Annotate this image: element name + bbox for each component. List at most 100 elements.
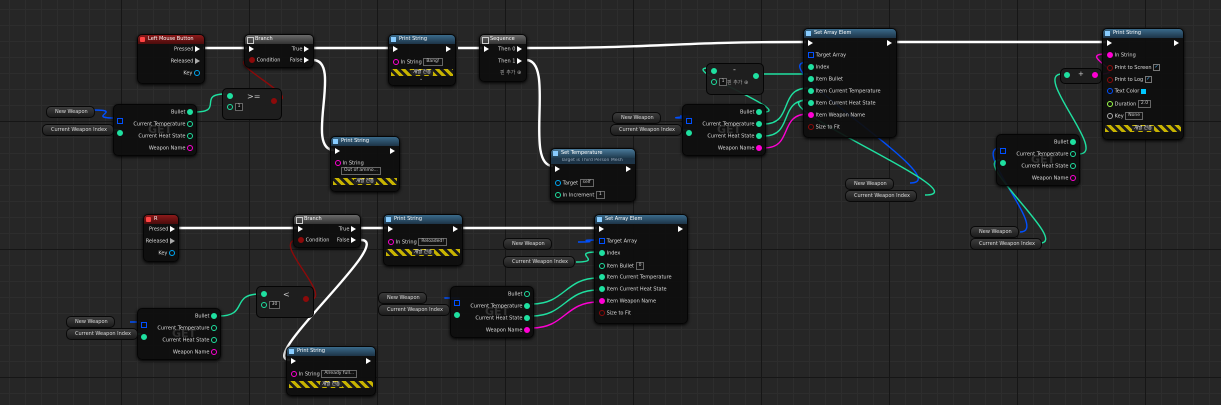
index-pin[interactable]: Index — [808, 64, 829, 72]
weapon-name-pin[interactable]: Weapon Name — [1032, 175, 1076, 183]
true-pin[interactable]: True — [292, 46, 309, 54]
print-to-log-pin[interactable]: Print to Log ✓ — [1107, 76, 1152, 84]
temperature-pin[interactable]: Current Temperature — [702, 121, 762, 129]
target-array-pin[interactable]: Target Array — [808, 52, 846, 60]
in-string-pin[interactable]: In String Reloaded! — [388, 238, 448, 247]
exec-in-pin[interactable] — [291, 358, 296, 366]
new-weapon-var-5[interactable]: New Weapon — [970, 226, 1019, 238]
duration-value[interactable]: 2.0 — [1137, 100, 1152, 108]
pressed-pin[interactable]: Pressed — [174, 46, 200, 54]
wire-26[interactable] — [93, 109, 116, 119]
in-string-value[interactable]: Out of ammo... — [341, 167, 381, 176]
wire-13[interactable] — [194, 93, 227, 113]
wire-6[interactable] — [525, 58, 554, 168]
item-heat-state-pin[interactable]: Item Current Heat State — [599, 286, 667, 294]
set-array-elem-1[interactable]: Set Array Elem Target Array Index Item B… — [803, 28, 897, 138]
sequence-node[interactable]: Sequence Then 0 Then 1 핀 추가 ⊕ — [479, 34, 527, 82]
heat-state-pin[interactable]: Current Heat State — [138, 133, 193, 141]
then1-pin[interactable]: Then 1 — [498, 58, 522, 66]
new-weapon-var-6[interactable]: New Weapon — [378, 292, 427, 304]
in-string-pin[interactable]: In String — [1107, 52, 1136, 60]
event-r-key[interactable]: R Pressed Released Key — [143, 214, 179, 262]
add-pin-button[interactable]: 핀 추가 ⊕ — [500, 70, 522, 76]
bullet-pin[interactable]: Bullet — [740, 109, 762, 117]
checkbox-checked-icon[interactable]: ✓ — [1144, 76, 1152, 83]
a-pin[interactable] — [227, 93, 233, 101]
greater-equal-node[interactable]: 1 >= — [222, 88, 282, 120]
b-pin[interactable]: 30 — [261, 301, 281, 310]
increment-value[interactable]: 1 — [595, 191, 605, 199]
new-weapon-var-1[interactable]: New Weapon — [46, 106, 95, 118]
in-string-value[interactable]: Reloaded! — [418, 238, 448, 246]
released-pin[interactable]: Released — [146, 238, 175, 246]
b-value[interactable]: 1 — [718, 78, 728, 86]
less-than-node[interactable]: 30 < — [256, 286, 314, 318]
exec-out-pin[interactable] — [1174, 40, 1179, 48]
in-string-value[interactable]: Bang! — [423, 58, 443, 66]
key-value[interactable]: None — [1125, 112, 1144, 120]
a-pin[interactable] — [1064, 72, 1070, 80]
temperature-pin[interactable]: Current Temperature — [470, 303, 530, 311]
target-value[interactable]: self — [579, 179, 594, 187]
print-string-out-of-ammo[interactable]: Print String In String Out of ammo... 개발… — [330, 136, 400, 192]
add-node[interactable]: + — [1060, 68, 1102, 84]
item-bullet-pin[interactable]: Item Bullet — [808, 76, 843, 84]
result-pin[interactable] — [753, 73, 759, 81]
print-string-bang[interactable]: Print String In String Bang! 개발 전용 ⌄ — [388, 34, 456, 86]
exec-in-pin[interactable] — [599, 226, 604, 234]
true-pin[interactable]: True — [339, 226, 356, 234]
size-to-fit-pin[interactable]: Size to Fit — [599, 310, 631, 318]
item-weapon-name-pin[interactable]: Item Weapon Name — [808, 112, 865, 120]
new-weapon-var-7[interactable]: New Weapon — [66, 316, 115, 328]
exec-in-pin[interactable] — [335, 148, 340, 156]
wire-10[interactable] — [283, 238, 368, 362]
b-value[interactable]: 1 — [234, 103, 244, 111]
array-in-pin[interactable] — [1000, 148, 1006, 156]
wire-30[interactable] — [577, 239, 599, 243]
weapon-index-var-4[interactable]: Current Weapon Index — [503, 256, 575, 268]
subtract-node[interactable]: 1 - 핀 추가 ⊕ — [706, 63, 764, 95]
false-pin[interactable]: False — [337, 237, 356, 245]
key-pin[interactable]: Key — [158, 250, 175, 258]
exec-out-pin[interactable] — [390, 148, 395, 156]
add-pin-button[interactable]: 핀 추가 ⊕ — [727, 80, 749, 86]
exec-in-pin[interactable] — [249, 46, 254, 54]
exec-out-pin[interactable] — [626, 166, 631, 174]
wire-12[interactable] — [289, 239, 317, 301]
size-to-fit-pin[interactable]: Size to Fit — [808, 124, 840, 132]
result-pin[interactable] — [303, 296, 309, 304]
key-pin[interactable]: Key — [183, 70, 200, 78]
weapon-index-var-3[interactable]: Current Weapon Index — [845, 190, 917, 202]
branch-node-1[interactable]: Branch Condition True False — [244, 34, 314, 68]
checkbox-checked-icon[interactable]: ✓ — [1153, 64, 1161, 71]
exec-out-pin[interactable] — [446, 46, 451, 54]
b-pin[interactable]: 1 — [227, 103, 244, 112]
bullet-pin[interactable]: Bullet — [508, 291, 530, 299]
string-value-box[interactable]: Out of ammo... — [341, 167, 381, 175]
array-in-pin[interactable] — [686, 118, 692, 126]
wire-19[interactable] — [531, 277, 599, 305]
exec-in-pin[interactable] — [393, 46, 398, 54]
wire-25[interactable] — [531, 301, 599, 329]
result-pin[interactable] — [1092, 72, 1098, 80]
in-string-pin[interactable]: In String — [335, 160, 364, 168]
bullet-pin[interactable]: Bullet — [171, 109, 193, 117]
exec-in-pin[interactable] — [555, 166, 560, 174]
exec-out-pin[interactable] — [678, 226, 683, 234]
key-pin[interactable]: Key None — [1107, 112, 1144, 121]
weapon-index-var-5[interactable]: Current Weapon Index — [970, 238, 1042, 250]
target-array-pin[interactable]: Target Array — [599, 238, 637, 246]
set-array-elem-2[interactable]: Set Array Elem Target Array Index Item B… — [594, 214, 688, 324]
exec-out-pin[interactable] — [887, 40, 892, 48]
event-left-mouse-button[interactable]: Left Mouse Button Pressed Released Key — [137, 34, 205, 84]
heat-state-pin[interactable]: Current Heat State — [162, 337, 217, 345]
a-pin[interactable] — [261, 291, 267, 299]
exec-in-pin[interactable] — [808, 40, 813, 48]
temperature-pin[interactable]: Current Temperature — [133, 121, 193, 129]
get-struct-node-2[interactable]: GET Bullet Current Temperature Current H… — [682, 104, 766, 156]
bullet-pin[interactable]: Bullet — [1054, 139, 1076, 147]
print-string-already-full[interactable]: Print String In String Already full... 개… — [286, 346, 376, 396]
target-pin[interactable]: Target self — [555, 179, 594, 188]
exec-in-pin[interactable] — [388, 226, 393, 234]
wire-24[interactable] — [763, 113, 809, 149]
